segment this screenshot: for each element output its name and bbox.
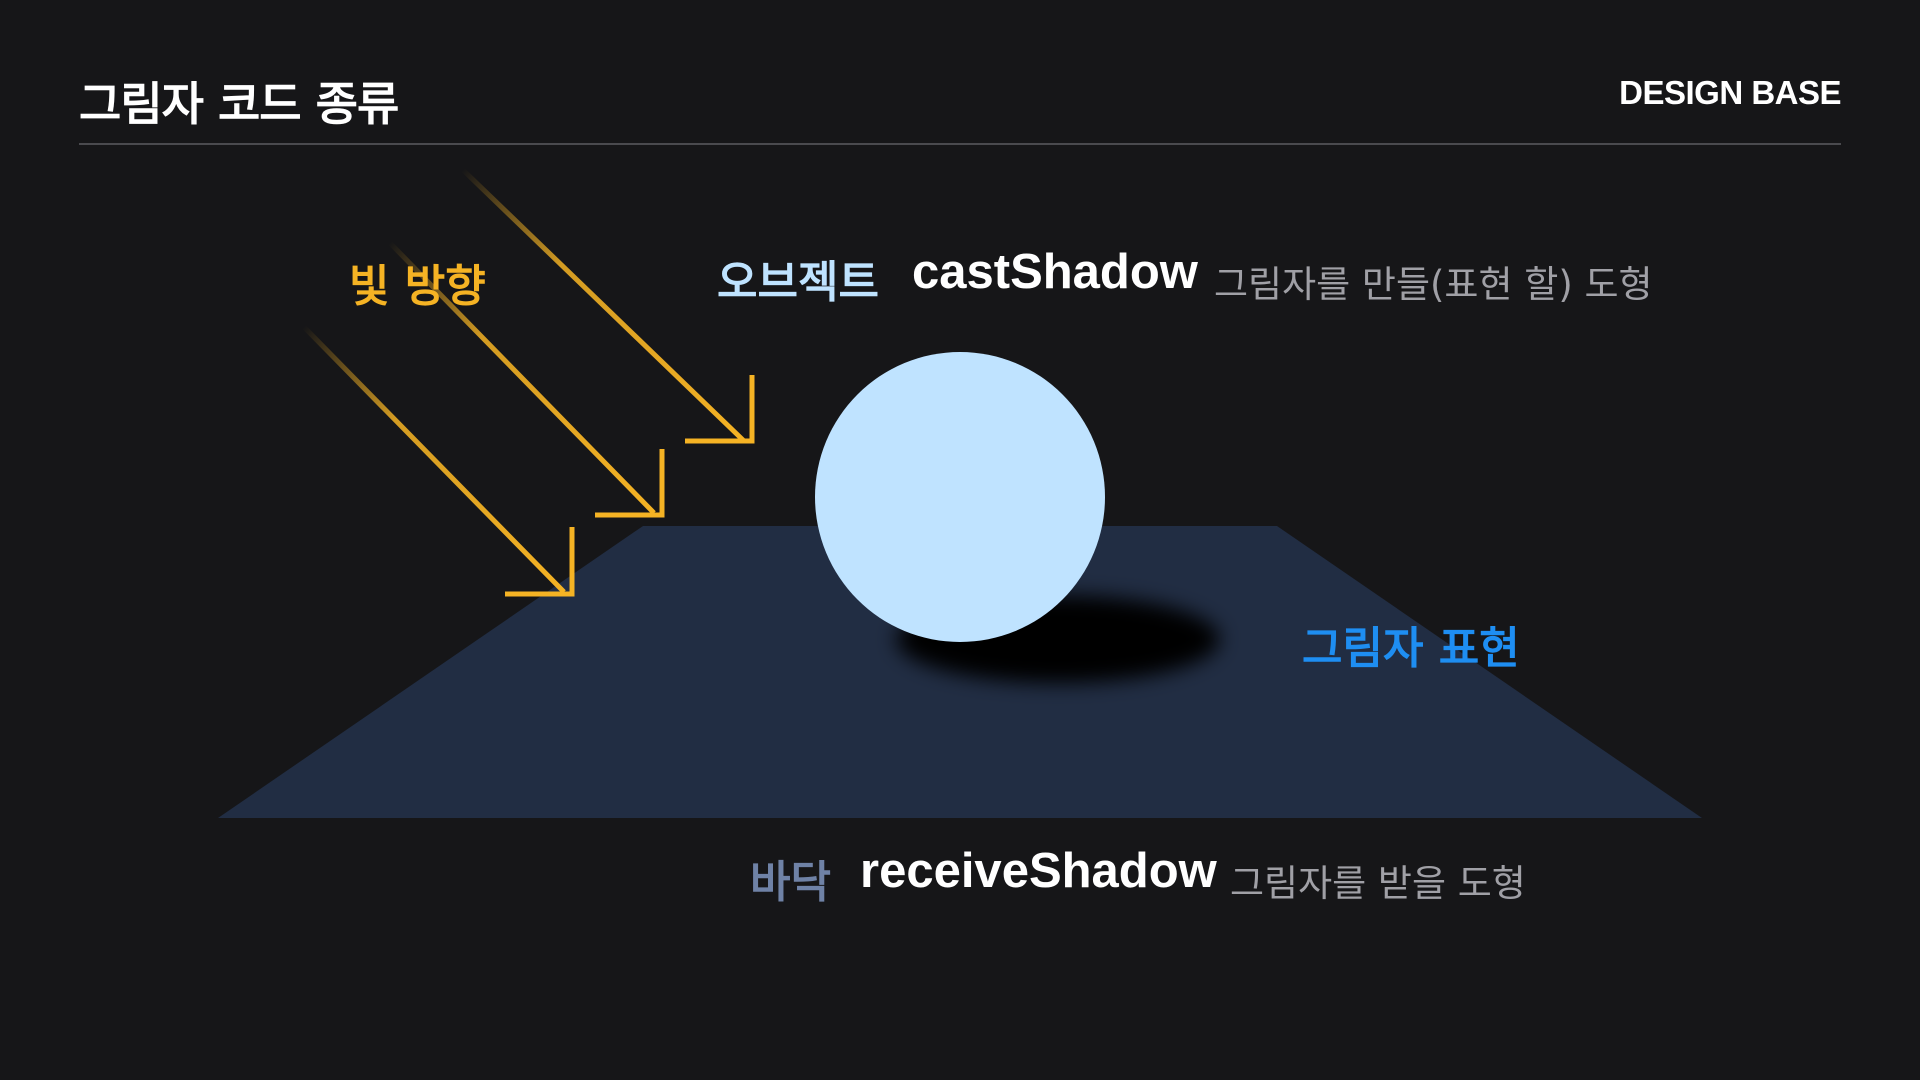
receive-shadow-description: 그림자를 받을 도형 bbox=[1230, 862, 1526, 905]
object-sphere bbox=[815, 352, 1105, 642]
page-title: 그림자 코드 종류 bbox=[79, 77, 399, 131]
light-ray bbox=[388, 241, 665, 518]
brand-logo: DESIGN BASE bbox=[1619, 74, 1841, 111]
cast-shadow-code: castShadow bbox=[912, 245, 1198, 299]
light-ray bbox=[461, 168, 755, 444]
cast-shadow-description: 그림자를 만들(표현 할) 도형 bbox=[1214, 263, 1653, 306]
header-divider bbox=[79, 143, 1841, 145]
receive-shadow-code: receiveShadow bbox=[860, 844, 1217, 898]
light-ray bbox=[302, 325, 575, 597]
object-label: 오브젝트 bbox=[717, 257, 879, 308]
floor-label: 바닥 bbox=[750, 857, 831, 908]
light-direction-label: 빛 방향 bbox=[349, 261, 486, 312]
shadow-label: 그림자 표현 bbox=[1302, 623, 1520, 674]
